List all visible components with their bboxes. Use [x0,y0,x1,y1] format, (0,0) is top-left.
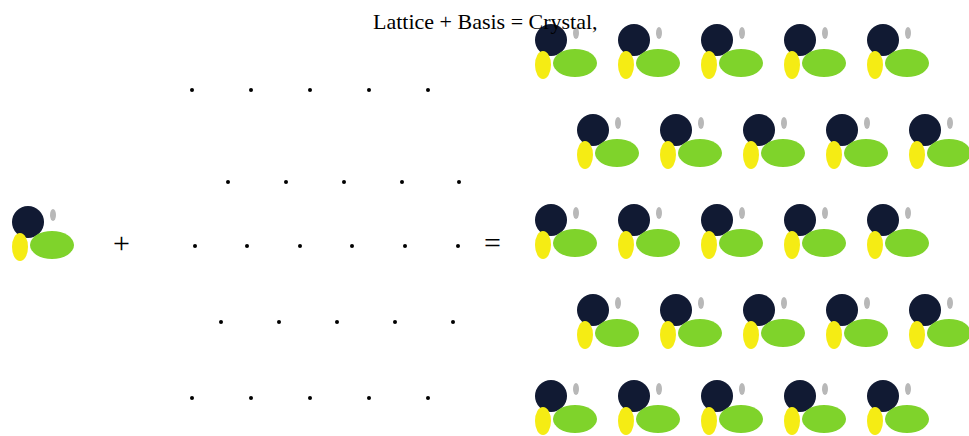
equals-sign: = [484,226,501,260]
diagram-title: Lattice + Basis = Crystal, [373,9,598,35]
basis-molecule [12,206,74,261]
plus-sign: + [113,226,130,260]
lattice-points [190,88,461,400]
crystal-molecules [535,24,969,435]
